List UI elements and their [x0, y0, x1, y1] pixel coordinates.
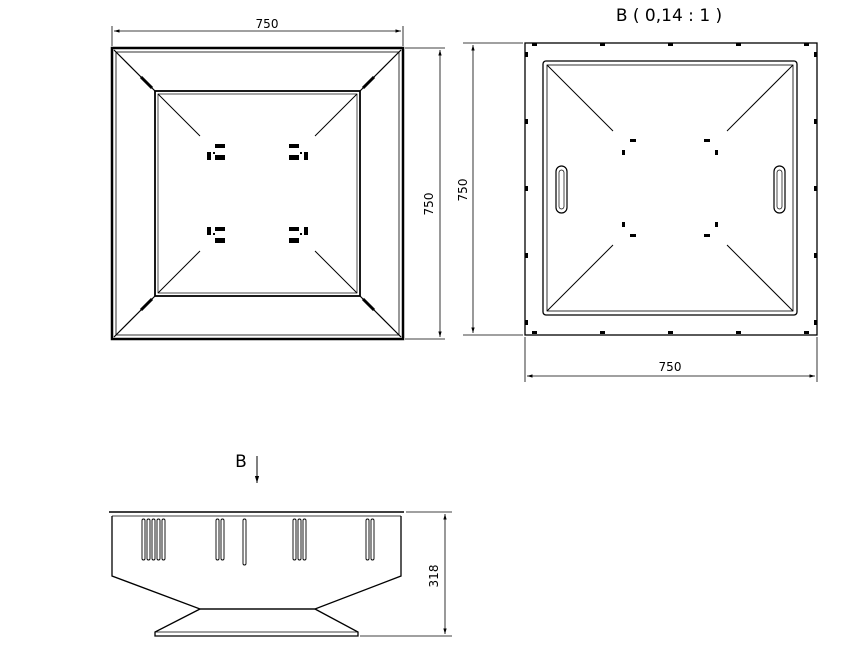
side-view	[109, 511, 404, 637]
view-b-left-handle	[555, 165, 568, 214]
top-view-height-label: 750	[422, 193, 436, 216]
side-view-vent-slots	[141, 518, 375, 566]
top-view-width-label: 750	[256, 17, 279, 31]
view-b-tray-outer	[542, 60, 798, 316]
top-view-inner-opening-edge	[157, 93, 358, 294]
top-view-height-dimension	[405, 47, 445, 340]
top-view-width-dimension	[111, 26, 404, 46]
side-view-height-dimension	[360, 511, 452, 637]
top-view	[110, 46, 405, 341]
view-b	[524, 42, 818, 336]
view-b-height-dimension	[463, 42, 523, 336]
top-view-inner-opening	[154, 90, 361, 297]
view-b-right-handle	[773, 165, 786, 214]
top-view-outer-frame	[110, 46, 405, 341]
view-b-height-label: 750	[456, 179, 470, 202]
side-view-base	[154, 608, 359, 637]
view-b-mount-points	[622, 139, 718, 237]
view-b-title: B ( 0,14 : 1 )	[616, 6, 722, 26]
view-marker-b: B	[235, 452, 247, 472]
view-b-tray-inner	[546, 64, 794, 312]
view-b-edge-fasteners	[525, 43, 817, 334]
view-b-width-dimension	[524, 337, 818, 382]
view-b-width-label: 750	[659, 360, 682, 374]
top-view-outer-frame-inner	[115, 51, 400, 336]
top-view-mount-brackets	[207, 144, 308, 243]
side-view-height-label: 318	[427, 565, 441, 588]
